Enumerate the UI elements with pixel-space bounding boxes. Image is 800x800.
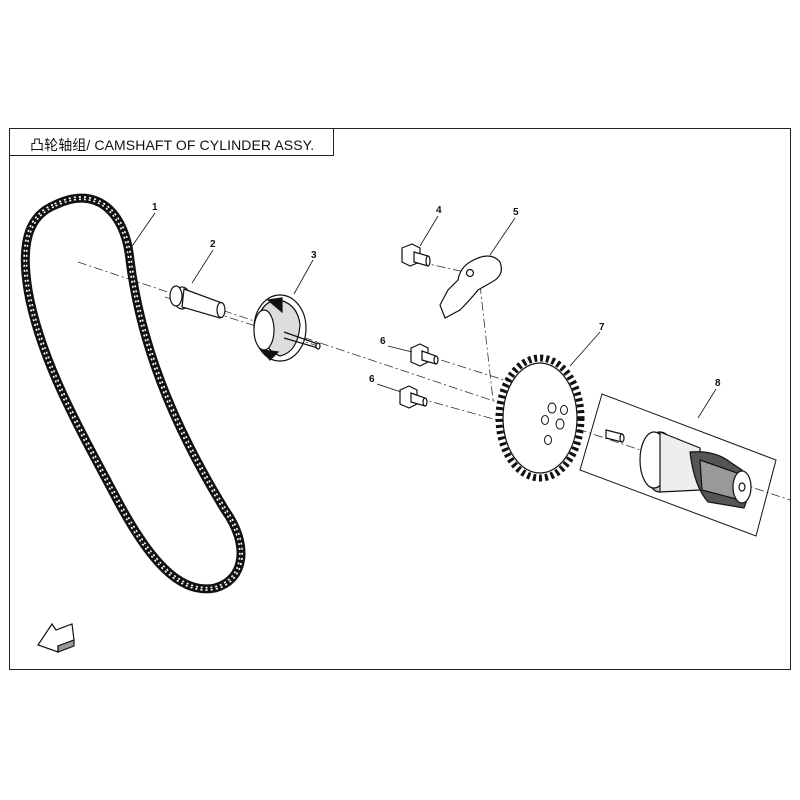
timing-chain: [20, 193, 246, 594]
diagram-frame: [9, 128, 791, 670]
callout-8: 8: [715, 378, 721, 389]
callout-numbers: 1 2 3 4 5 6 6 7 8: [152, 202, 721, 389]
callout-2: 2: [210, 239, 216, 250]
callout-1: 1: [152, 202, 158, 213]
cam-sprocket: [495, 354, 585, 482]
chain-guide-pin: [169, 285, 226, 319]
chain-tensioner: [253, 294, 321, 362]
camshaft-assembly: [579, 393, 777, 537]
callout-5: 5: [513, 207, 519, 218]
bolt-upper: [401, 243, 431, 267]
lock-plate: [439, 255, 502, 319]
diagram-title: 凸轮轴组/ CAMSHAFT OF CYLINDER ASSY.: [30, 137, 315, 153]
callout-7: 7: [599, 322, 605, 333]
callout-3: 3: [311, 250, 317, 261]
callout-4: 4: [436, 205, 442, 216]
bolt-middle: [410, 343, 439, 367]
title-box: [9, 128, 334, 156]
callout-6b: 6: [369, 374, 375, 385]
bolt-lower: [399, 385, 428, 409]
callout-6a: 6: [380, 336, 386, 347]
callout-leaders: [127, 212, 717, 419]
front-direction-arrow-icon: [37, 622, 75, 653]
